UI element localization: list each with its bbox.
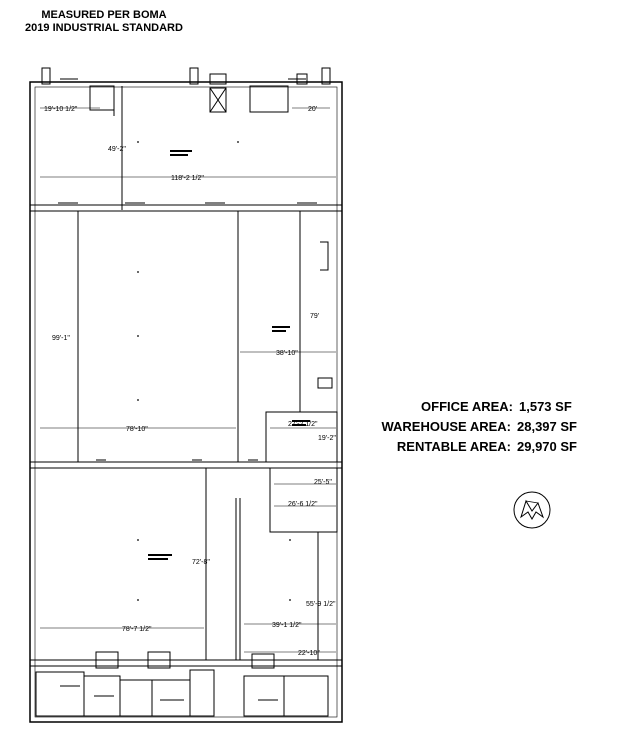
dim-label: 26'-6 1/2" [288,501,318,508]
dim-label: 25'-5" [314,479,332,486]
dim-label: 39'-1 1/2" [272,622,302,629]
area-value: 1,573 SF [519,399,572,414]
area-row-rentable: RENTABLE AREA: 29,970 SF [352,437,577,457]
header-line-1: MEASURED PER BOMA [41,9,167,21]
dim-label: 118'-2 1/2" [171,175,204,182]
header-line-2: 2019 INDUSTRIAL STANDARD [25,22,183,34]
dim-label: 22'-10" [298,650,320,657]
area-row-warehouse: WAREHOUSE AREA: 28,397 SF [352,417,577,437]
building-outline [29,81,343,723]
dim-label: 78'-7 1/2" [122,626,152,633]
dim-label: 72'-8" [192,559,210,566]
dim-label: 27'-2 1/2" [288,421,318,428]
area-summary: OFFICE AREA: 1,573 SF WAREHOUSE AREA: 28… [352,397,577,457]
dim-label: 19'-10 1/2" [44,106,78,113]
dim-label: 55'-9 1/2" [306,601,336,608]
area-label: WAREHOUSE AREA: [381,419,511,434]
dim-label: 99'-1" [52,335,70,342]
area-value: 28,397 SF [517,419,577,434]
area-label: OFFICE AREA: [421,399,513,414]
area-row-office: OFFICE AREA: 1,573 SF [352,397,577,417]
area-label: RENTABLE AREA: [396,439,511,454]
north-arrow-icon [513,491,551,529]
dim-label: 79' [310,313,319,320]
dim-label: 20' [308,106,317,113]
dim-label: 19'-2" [318,435,336,442]
dim-label: 49'-2" [108,146,126,153]
area-value: 29,970 SF [517,439,577,454]
dim-label: 38'-10" [276,350,298,357]
dim-label: 78'-10" [126,426,148,433]
